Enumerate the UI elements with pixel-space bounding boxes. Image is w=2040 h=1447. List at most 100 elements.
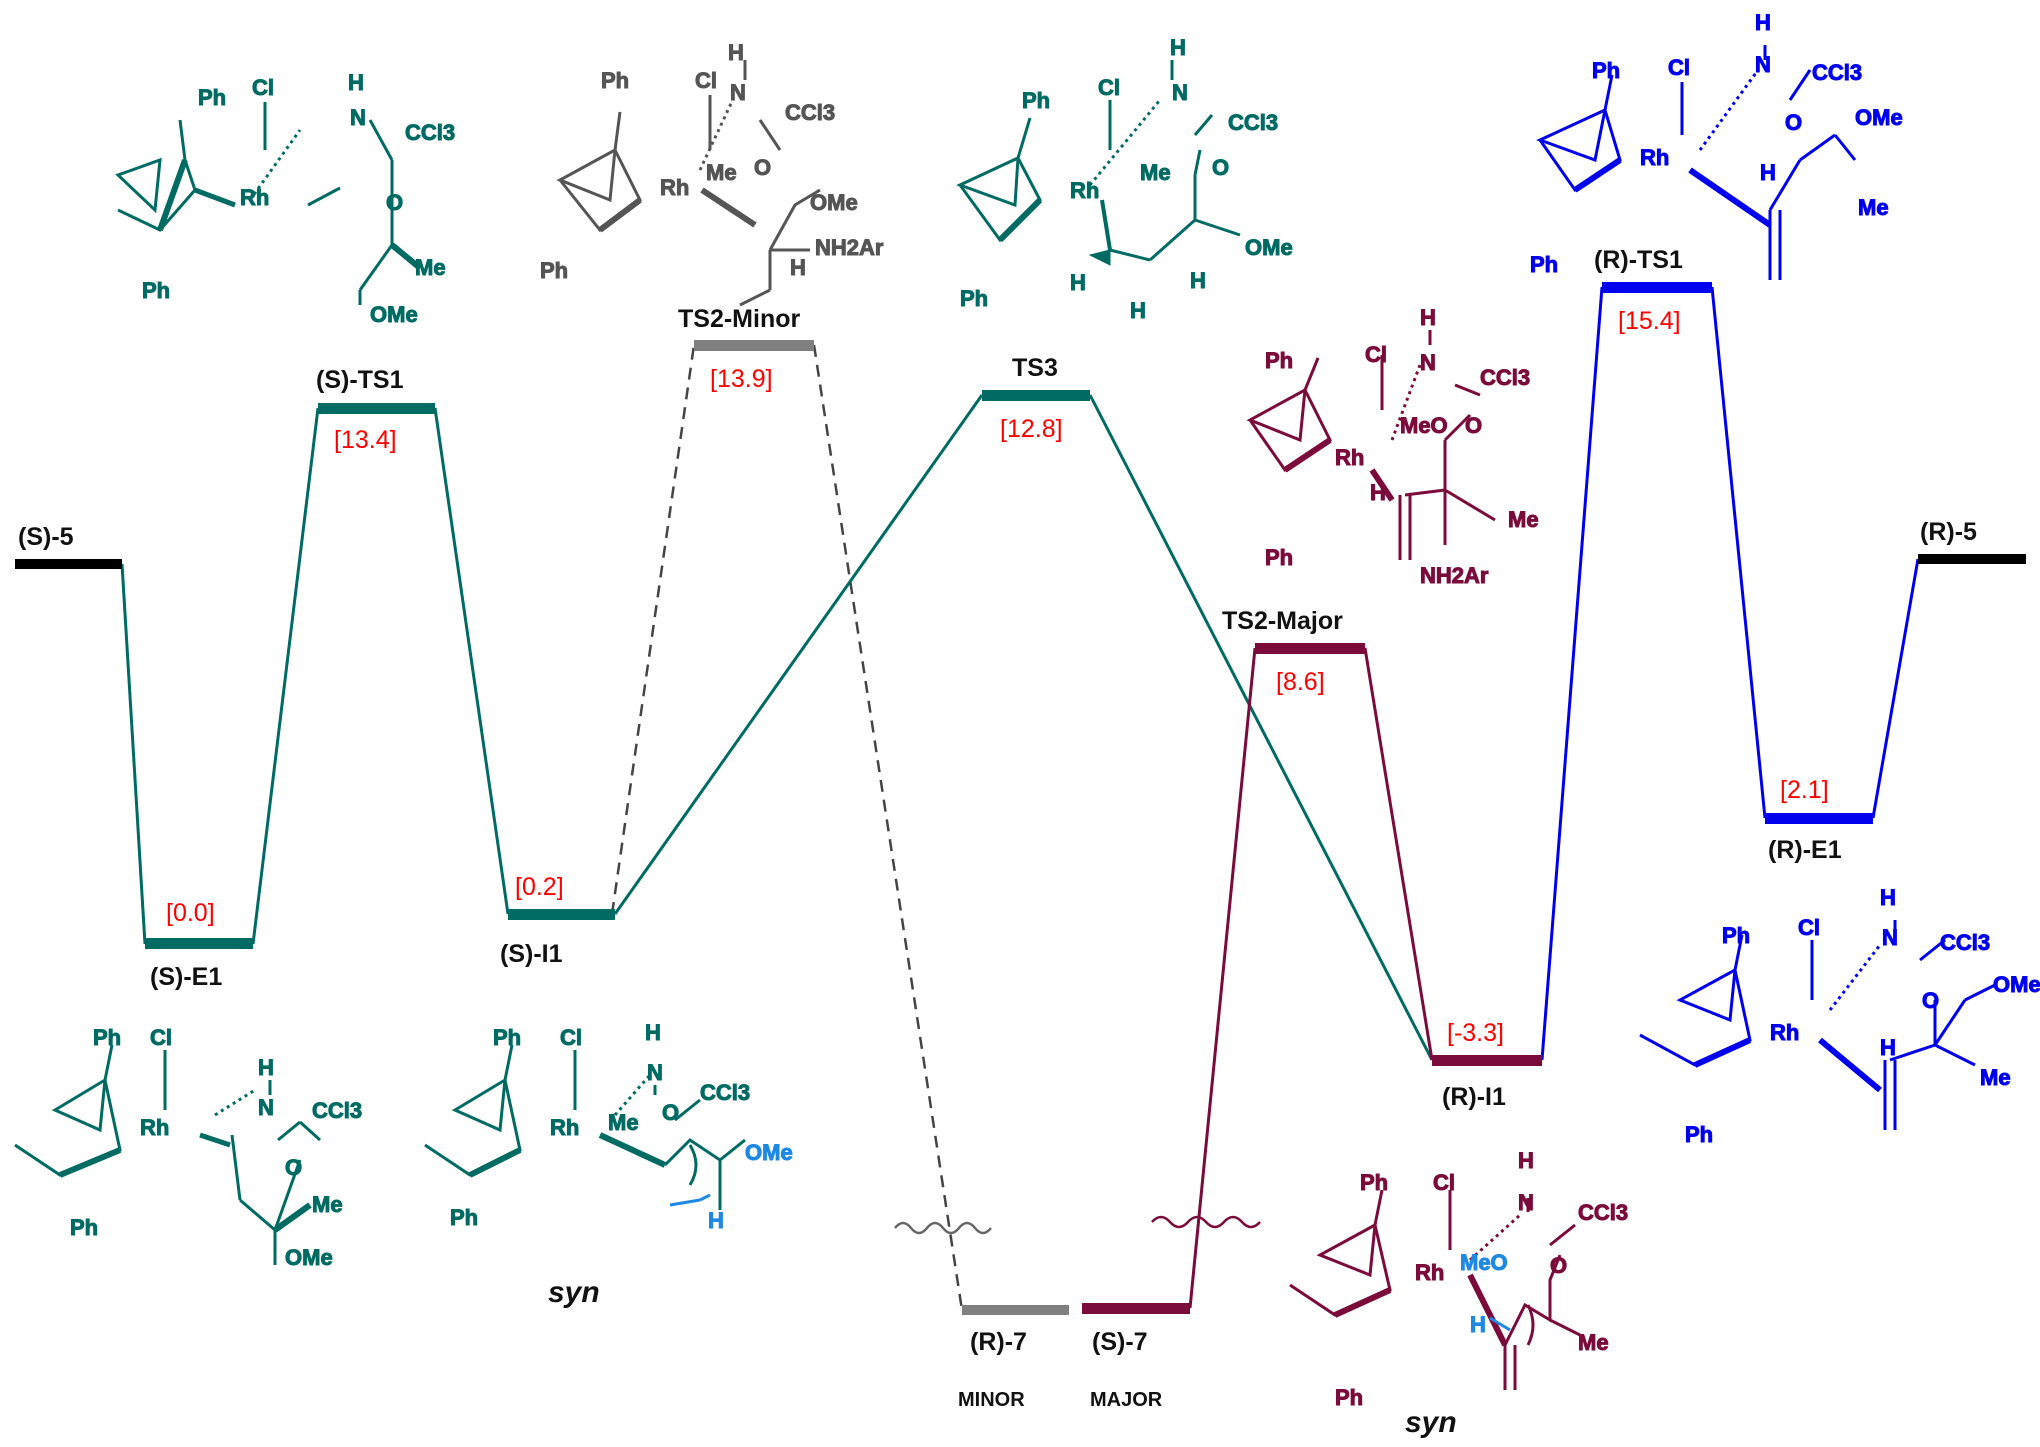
svg-text:H: H xyxy=(1420,305,1436,330)
svg-text:N: N xyxy=(350,105,366,130)
svg-text:Ph: Ph xyxy=(540,258,568,283)
level-bar-r5 xyxy=(1918,554,2026,564)
svg-text:H: H xyxy=(1190,268,1206,293)
svg-text:Cl: Cl xyxy=(1098,75,1120,100)
svg-text:Rh: Rh xyxy=(140,1115,169,1140)
label-sI1: (S)-I1 xyxy=(500,940,563,968)
svg-text:OMe: OMe xyxy=(1855,105,1903,130)
svg-text:Cl: Cl xyxy=(1798,915,1820,940)
level-bar-ts2major xyxy=(1255,643,1365,654)
svg-text:Cl: Cl xyxy=(1433,1170,1455,1195)
svg-text:Ph: Ph xyxy=(1335,1385,1363,1410)
syn-label-left: syn xyxy=(548,1276,600,1309)
svg-text:Me: Me xyxy=(1578,1330,1609,1355)
s-pathway-connectors xyxy=(120,394,1434,1061)
svg-text:OMe: OMe xyxy=(370,302,418,327)
svg-text:Rh: Rh xyxy=(1335,445,1364,470)
svg-text:CCl3: CCl3 xyxy=(405,120,455,145)
label-sTS1: (S)-TS1 xyxy=(316,366,404,394)
svg-text:Cl: Cl xyxy=(695,68,717,93)
svg-text:CCl3: CCl3 xyxy=(785,100,835,125)
structure-ts3: Ph Cl Rh H N CCl3 O Me OMe H H H Ph xyxy=(956,35,1293,324)
svg-text:Ph: Ph xyxy=(1685,1122,1713,1147)
level-bar-rTS1 xyxy=(1602,282,1712,293)
svg-text:CCl3: CCl3 xyxy=(312,1098,362,1123)
svg-text:Ph: Ph xyxy=(70,1215,98,1240)
svg-text:NH2Ar: NH2Ar xyxy=(815,235,884,260)
svg-text:Ph: Ph xyxy=(1265,348,1293,373)
label-ts2minor: TS2-Minor xyxy=(678,305,800,333)
break-mark-major xyxy=(1151,1215,1261,1229)
level-bar-s5 xyxy=(15,559,122,569)
svg-text:H: H xyxy=(708,1208,724,1233)
break-mark-minor xyxy=(894,1221,992,1235)
label-ts3: TS3 xyxy=(1012,354,1058,382)
svg-text:Cl: Cl xyxy=(560,1025,582,1050)
svg-text:Ph: Ph xyxy=(1022,88,1050,113)
svg-text:Rh: Rh xyxy=(660,175,689,200)
svg-text:Me: Me xyxy=(1140,160,1171,185)
svg-text:O: O xyxy=(1922,988,1939,1013)
svg-text:Ph: Ph xyxy=(1360,1170,1388,1195)
svg-text:Me: Me xyxy=(1508,507,1539,532)
svg-text:CCl3: CCl3 xyxy=(1812,60,1862,85)
svg-text:Me: Me xyxy=(1980,1065,2011,1090)
svg-text:H: H xyxy=(1518,1148,1534,1173)
svg-text:Ph: Ph xyxy=(1592,58,1620,83)
svg-text:N: N xyxy=(258,1095,274,1120)
structure-r-i1-syn: Ph Cl Rh H N CCl3 MeO O H Me Ph xyxy=(1289,1148,1629,1411)
svg-text:CCl3: CCl3 xyxy=(1480,365,1530,390)
svg-text:Rh: Rh xyxy=(1415,1260,1444,1285)
value-rTS1: [15.4] xyxy=(1618,307,1681,335)
label-sE1: (S)-E1 xyxy=(150,963,222,991)
svg-text:O: O xyxy=(1465,413,1482,438)
svg-text:H: H xyxy=(790,255,806,280)
svg-text:H: H xyxy=(1070,270,1086,295)
svg-text:Ph: Ph xyxy=(960,286,988,311)
svg-text:CCl3: CCl3 xyxy=(700,1080,750,1105)
structure-r-e1: Ph Cl Rh H N CCl3 O OMe H Me Ph xyxy=(1639,885,2040,1148)
structure-s-ts1: Ph Cl Rh H N CCl3 O Me OMe Ph xyxy=(115,70,456,328)
svg-text:Ph: Ph xyxy=(93,1025,121,1050)
level-bar-sI1 xyxy=(508,909,615,920)
svg-text:Ph: Ph xyxy=(450,1205,478,1230)
label-rE1: (R)-E1 xyxy=(1768,836,1842,864)
level-bar-sE1 xyxy=(145,938,253,949)
svg-text:Rh: Rh xyxy=(1070,178,1099,203)
level-bar-sTS1 xyxy=(318,403,435,414)
svg-text:OMe: OMe xyxy=(285,1245,333,1270)
svg-text:Cl: Cl xyxy=(252,75,274,100)
svg-text:Ph: Ph xyxy=(493,1025,521,1050)
svg-text:O: O xyxy=(754,155,771,180)
svg-text:Me: Me xyxy=(608,1110,639,1135)
energy-values: [0.0] [13.4] [0.2] [13.9] [12.8] [8.6] [… xyxy=(166,307,1829,1047)
svg-text:Me: Me xyxy=(1858,195,1889,220)
level-bar-ts2minor xyxy=(694,340,814,351)
svg-text:Ph: Ph xyxy=(1265,545,1293,570)
level-labels: (S)-5 (S)-E1 (S)-TS1 (S)-I1 TS2-Minor TS… xyxy=(18,246,1977,1411)
label-s7: (S)-7 xyxy=(1092,1328,1148,1356)
svg-text:Rh: Rh xyxy=(1770,1020,1799,1045)
svg-text:H: H xyxy=(258,1055,274,1080)
svg-text:H: H xyxy=(1880,885,1896,910)
svg-text:Ph: Ph xyxy=(198,85,226,110)
svg-text:OMe: OMe xyxy=(745,1140,793,1165)
tag-minor: MINOR xyxy=(958,1389,1025,1411)
level-bar-rI1 xyxy=(1432,1055,1542,1066)
svg-text:H: H xyxy=(1170,35,1186,60)
svg-text:O: O xyxy=(1785,110,1802,135)
svg-text:H: H xyxy=(728,40,744,65)
svg-text:O: O xyxy=(285,1155,302,1180)
level-bar-s7 xyxy=(1082,1303,1190,1314)
svg-text:O: O xyxy=(662,1100,679,1125)
axis-break-marks xyxy=(894,1215,1261,1235)
svg-text:H: H xyxy=(1470,1312,1486,1337)
minor-pathway-connectors xyxy=(610,344,964,1311)
svg-text:H: H xyxy=(1755,10,1771,35)
svg-text:Ph: Ph xyxy=(1530,252,1558,277)
structure-ts2-minor: Ph Cl Rh H N CCl3 Me O OMe NH2Ar H Ph xyxy=(540,40,884,307)
svg-text:N: N xyxy=(1420,350,1436,375)
svg-text:NH2Ar: NH2Ar xyxy=(1420,563,1489,588)
level-bars xyxy=(15,282,2026,1315)
svg-text:Rh: Rh xyxy=(240,185,269,210)
